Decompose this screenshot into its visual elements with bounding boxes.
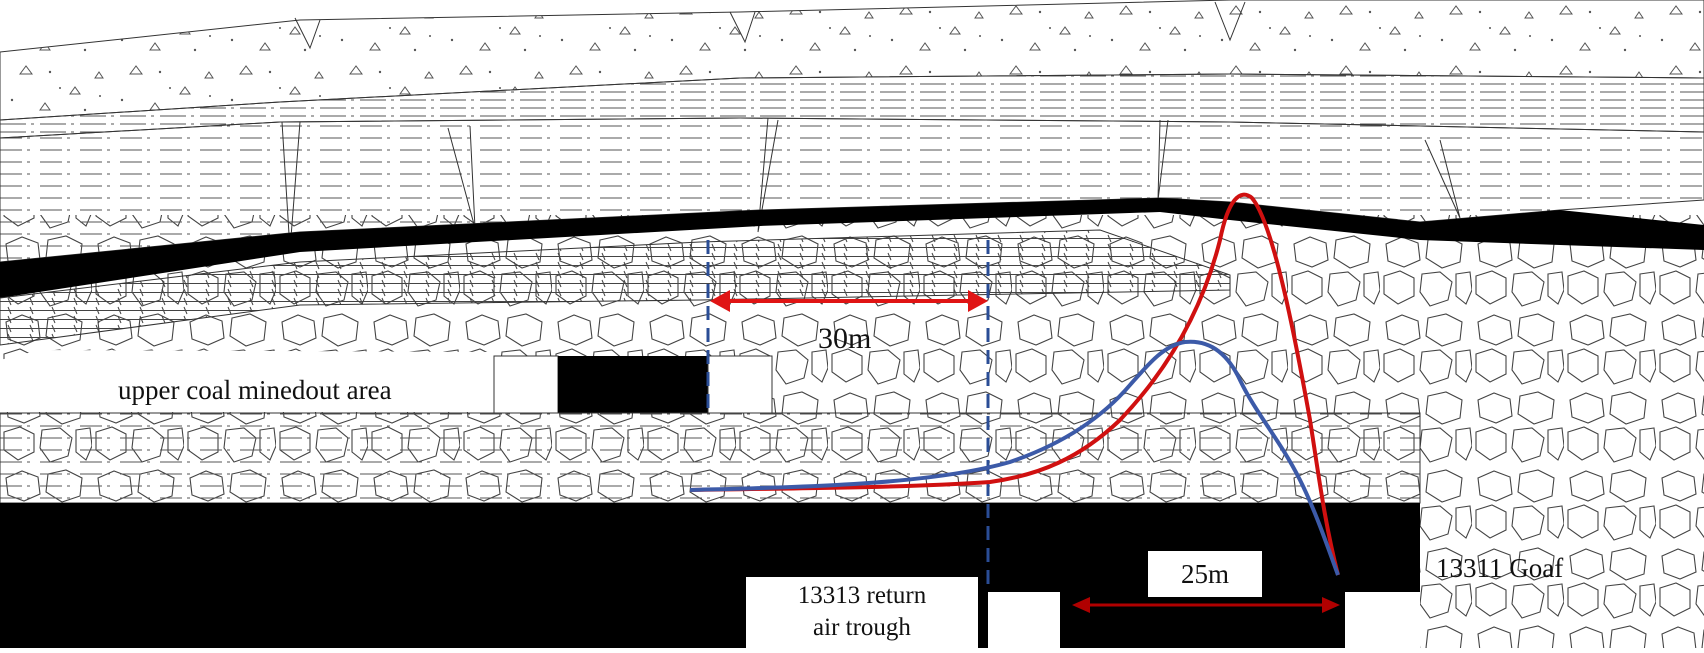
trough-label-line1: 13313 return <box>798 582 927 609</box>
trough-label-line2: air trough <box>813 614 911 641</box>
upper-coal-seam <box>0 198 1704 298</box>
goaf-label: 13311 Goaf <box>1436 553 1563 583</box>
dimension-25-label: 25m <box>1181 559 1229 589</box>
upper-pillar-coal <box>558 356 708 413</box>
upper-area-label: upper coal minedout area <box>118 375 392 405</box>
hatched-roof-zone <box>0 229 1231 346</box>
dimension-30-label: 30m <box>818 322 871 355</box>
return-air-roadway <box>988 592 1060 648</box>
blue-stress-curve <box>689 339 1340 576</box>
goaf-side-roadway <box>1345 592 1420 648</box>
dimension-25-box <box>1148 551 1262 597</box>
dimension-30-arrow <box>710 290 988 312</box>
upper-pillar-left <box>493 355 559 414</box>
upper-pillar-right <box>707 355 773 414</box>
trough-label-box <box>746 577 978 648</box>
dimension-25-arrow <box>1072 597 1340 613</box>
upper-minedout-area <box>0 350 500 412</box>
red-stress-curve <box>689 192 1340 576</box>
